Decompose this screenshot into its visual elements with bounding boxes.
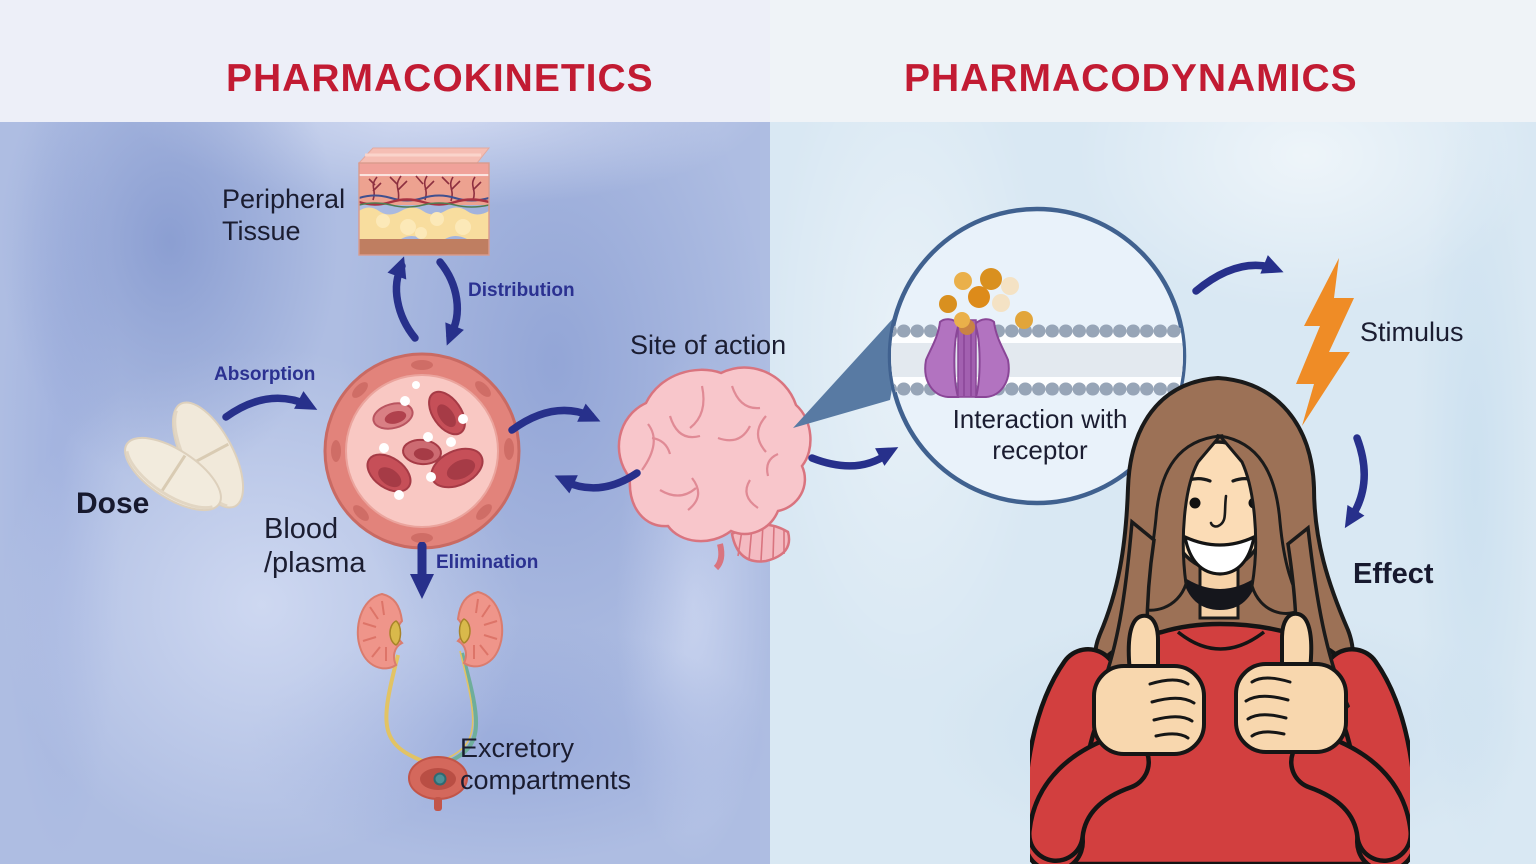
receptor-protein bbox=[924, 318, 1010, 398]
dose-label: Dose bbox=[76, 487, 150, 520]
woman-thumbs-up-illustration bbox=[1030, 375, 1410, 864]
pharmacokinetics-title: PHARMACOKINETICS bbox=[226, 57, 654, 100]
blood-brain-exchange-arrows bbox=[508, 403, 641, 494]
skin-tissue-icon bbox=[357, 147, 491, 256]
distribution-label: Distribution bbox=[468, 280, 575, 301]
absorption-curved-arrow bbox=[222, 391, 318, 421]
zoom-wedge-icon bbox=[793, 302, 908, 428]
elimination-label: Elimination bbox=[436, 552, 539, 573]
right-panel-background bbox=[770, 0, 1536, 864]
red-blood-cells bbox=[366, 390, 484, 493]
top-band-left bbox=[0, 0, 770, 122]
drug-particles bbox=[379, 381, 468, 500]
distribution-arrows bbox=[387, 256, 464, 346]
excretory-compartments-label: Excretory compartments bbox=[460, 733, 632, 795]
stimulus-label: Stimulus bbox=[1360, 317, 1464, 347]
receptor-to-stimulus-arrow bbox=[1192, 255, 1284, 295]
stimulus-to-effect-arrow bbox=[1344, 434, 1368, 529]
right-kidney bbox=[456, 590, 504, 668]
interaction-with-receptor-label: Interaction with receptor bbox=[952, 404, 1128, 465]
effect-label: Effect bbox=[1353, 558, 1434, 590]
top-band-right bbox=[770, 0, 1536, 122]
absorption-label: Absorption bbox=[214, 364, 316, 385]
pills-icon bbox=[124, 401, 245, 512]
brain-to-receptor-arrow bbox=[808, 447, 899, 470]
kidneys-bladder-icon bbox=[356, 590, 504, 811]
bladder bbox=[408, 756, 468, 811]
site-of-action-label: Site of action bbox=[630, 330, 787, 360]
lightning-bolt-icon bbox=[1296, 258, 1354, 426]
pharmacodynamics-title: PHARMACODYNAMICS bbox=[904, 57, 1358, 100]
left-kidney bbox=[356, 592, 404, 670]
left-thumbs-up-hand bbox=[1092, 613, 1206, 756]
peripheral-tissue-label: Peripheral Tissue bbox=[222, 184, 346, 246]
blood-plasma-label: Blood /plasma bbox=[264, 513, 366, 580]
brain-icon bbox=[617, 366, 812, 571]
cell-membrane-receptor-icon bbox=[887, 206, 1187, 506]
blood-vessel-cross-section-icon bbox=[323, 352, 521, 550]
right-thumbs-up-hand bbox=[1234, 611, 1348, 754]
elimination-down-arrow bbox=[410, 542, 434, 599]
ligand-molecules bbox=[939, 268, 1033, 329]
